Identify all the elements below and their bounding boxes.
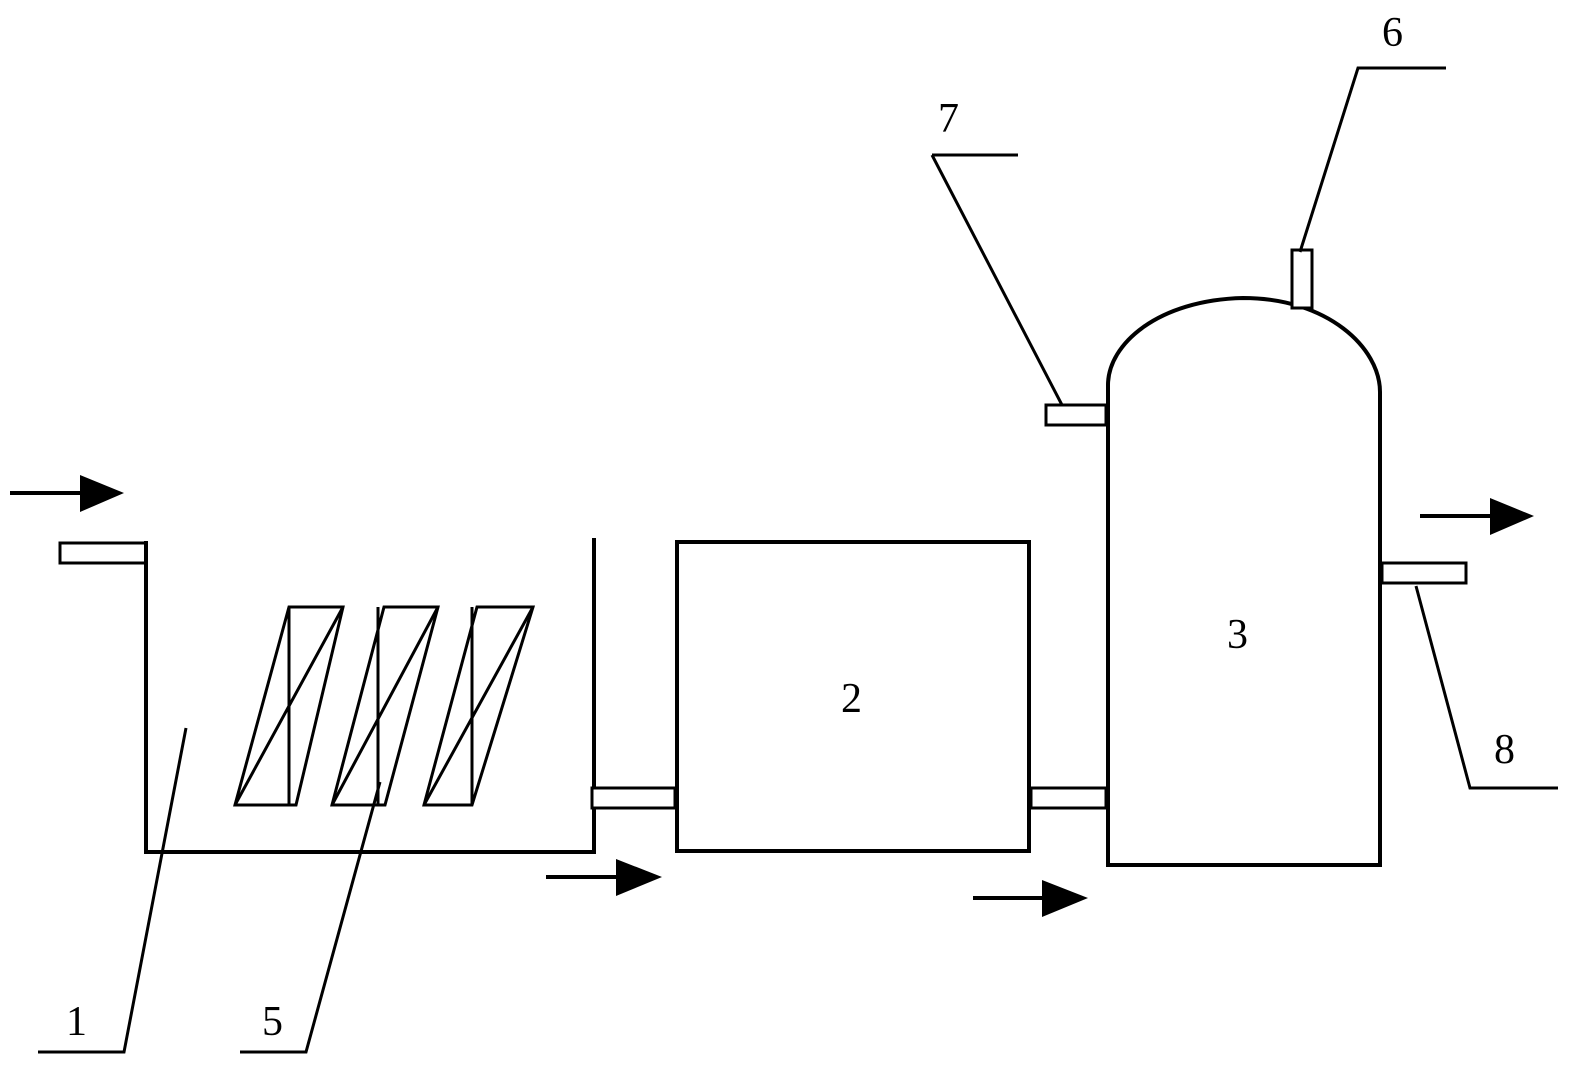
label-5: 5 [262,999,283,1045]
tank-inlet-pipe [58,541,148,565]
leader-line-5 [240,781,382,1054]
box-outflow-arrow-icon [973,880,1088,917]
vessel-side-outlet-pipe [1380,561,1468,585]
leader-line-8 [1414,585,1558,790]
label-3: 3 [1227,612,1248,658]
tank-1-outline [144,538,596,854]
leader-line-7 [930,154,1064,406]
vessel-3-outline [1106,295,1382,867]
label-1: 1 [66,999,87,1045]
label-6: 6 [1382,10,1403,56]
tank-outflow-arrow-icon [546,859,662,896]
media-module-2-icon [330,605,440,807]
inlet-arrow-icon [10,475,124,512]
label-8: 8 [1494,727,1515,773]
media-module-3-icon [422,605,536,807]
vessel-top-outlet-pipe [1290,248,1314,310]
box-2-outline [675,540,1031,853]
leader-line-1 [38,727,188,1054]
media-module-1-icon [233,605,345,807]
leader-line-6 [1298,66,1446,253]
label-7: 7 [938,96,959,142]
box-to-vessel-pipe [1029,786,1108,810]
outlet-arrow-icon [1420,498,1534,535]
vessel-side-inlet-pipe [1044,403,1108,427]
tank-to-box-pipe [590,786,677,810]
label-2: 2 [841,676,862,722]
